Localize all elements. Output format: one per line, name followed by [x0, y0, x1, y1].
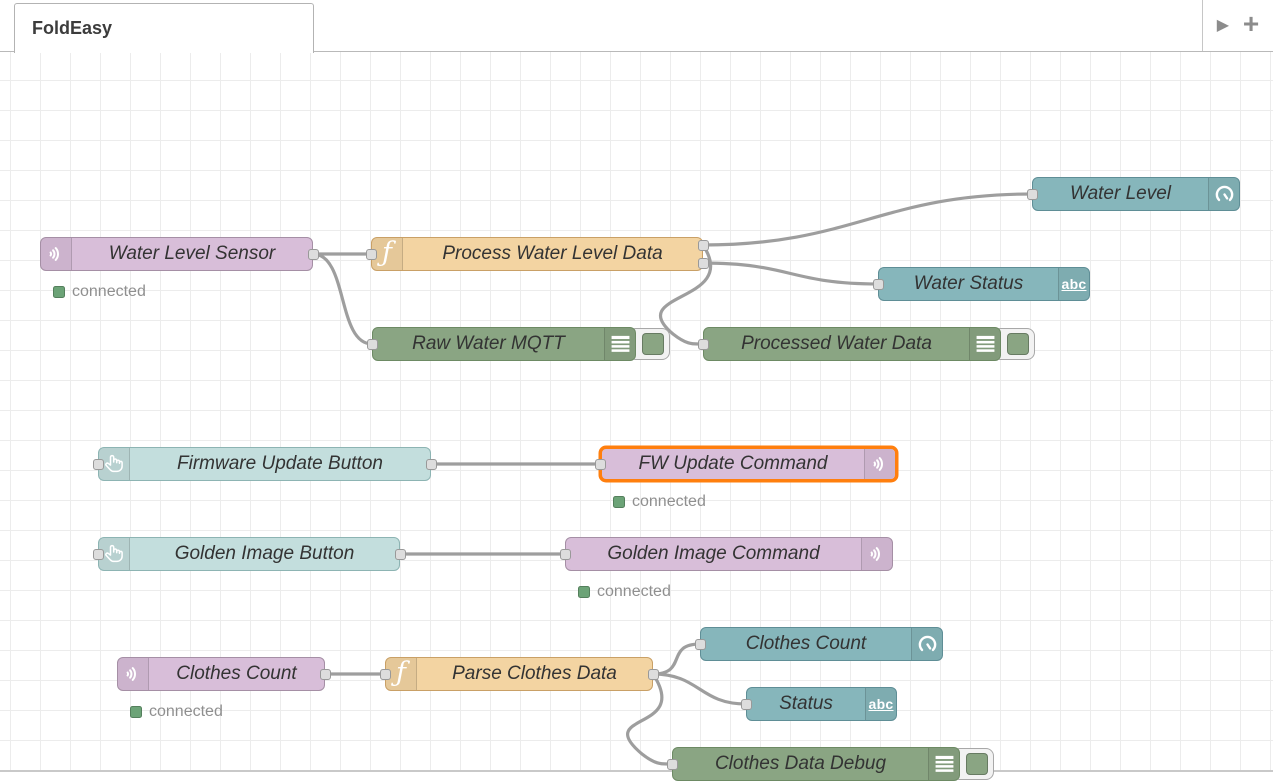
input-port-water-status[interactable]	[872, 278, 884, 290]
mqtt-signal-icon	[118, 658, 149, 690]
abc-glyph: abc	[1061, 276, 1087, 292]
wire-process-water-level-data-to-water-status[interactable]	[701, 261, 880, 286]
node-parse-clothes-data[interactable]: ƒ Parse Clothes Data	[385, 657, 653, 691]
status-dot-icon	[613, 496, 625, 508]
tab-label: FoldEasy	[32, 18, 113, 38]
node-label: Process Water Level Data	[442, 243, 663, 264]
tab-bar: FoldEasy ▶ +	[0, 0, 1273, 53]
debug-list-icon	[928, 748, 959, 780]
node-clothes-count-gauge[interactable]: Clothes Count	[700, 627, 943, 661]
node-water-level[interactable]: Water Level	[1032, 177, 1240, 211]
node-status: connected	[578, 583, 671, 601]
node-golden-image-button[interactable]: Golden Image Button	[98, 537, 400, 571]
status-dot-icon	[578, 586, 590, 598]
input-port-golden-image-button[interactable]	[92, 548, 104, 560]
mqtt-signal-icon	[41, 238, 72, 270]
input-port-clothes-data-debug[interactable]	[666, 758, 678, 770]
input-port-parse-clothes-data[interactable]	[379, 668, 391, 680]
button-hand-icon	[99, 538, 130, 570]
node-label: Golden Image Command	[607, 543, 820, 564]
input-port-water-level[interactable]	[1026, 188, 1038, 200]
node-label: Parse Clothes Data	[452, 663, 617, 684]
gauge-icon	[911, 628, 942, 660]
node-label: Water Level Sensor	[108, 243, 276, 264]
tab-foldeasy[interactable]: FoldEasy	[14, 3, 314, 53]
input-port-process-water-level-data[interactable]	[365, 248, 377, 260]
node-label: FW Update Command	[638, 453, 828, 474]
node-label: Golden Image Button	[174, 543, 355, 564]
node-label: Processed Water Data	[741, 333, 932, 354]
status-text: connected	[632, 493, 706, 510]
text-abc-icon: abc	[865, 688, 896, 720]
wire-process-water-level-data-to-water-level[interactable]	[701, 192, 1034, 247]
debug-list-icon	[969, 328, 1000, 360]
abc-glyph: abc	[868, 696, 894, 712]
node-water-status[interactable]: Water Status abc	[878, 267, 1090, 301]
debug-toggle-state	[1007, 333, 1029, 355]
node-process-water-level-data[interactable]: ƒ Process Water Level Data	[371, 237, 703, 271]
node-label: Water Level	[1069, 183, 1172, 204]
wires-layer	[311, 192, 1034, 766]
status-dot-icon	[130, 706, 142, 718]
output-port-golden-image-button-0[interactable]	[394, 548, 406, 560]
mqtt-signal-icon	[861, 538, 892, 570]
input-port-clothes-count-gauge[interactable]	[694, 638, 706, 650]
node-status: connected	[53, 283, 146, 301]
function-icon: ƒ	[372, 238, 403, 270]
node-label: Status	[779, 693, 833, 714]
node-clothes-count-in[interactable]: Clothes Count	[117, 657, 325, 691]
node-label: Firmware Update Button	[177, 453, 383, 474]
next-tab-button[interactable]: ▶	[1216, 16, 1230, 34]
text-abc-icon: abc	[1058, 268, 1089, 300]
node-clothes-data-debug[interactable]: Clothes Data Debug	[672, 747, 960, 781]
node-label: Raw Water MQTT	[412, 333, 565, 354]
input-port-processed-water-data[interactable]	[697, 338, 709, 350]
wire-parse-clothes-data-to-clothes-count-gauge[interactable]	[651, 642, 702, 676]
status-dot-icon	[53, 286, 65, 298]
node-label: Water Status	[913, 273, 1024, 294]
gauge-icon	[1208, 178, 1239, 210]
node-processed-water-data[interactable]: Processed Water Data	[703, 327, 1001, 361]
node-fw-update-command[interactable]: FW Update Command	[600, 447, 897, 481]
function-glyph: ƒ	[396, 657, 406, 688]
input-port-status-text[interactable]	[740, 698, 752, 710]
node-golden-image-command[interactable]: Golden Image Command	[565, 537, 893, 571]
wire-water-level-sensor-to-raw-water-mqtt[interactable]	[311, 252, 374, 346]
output-port-clothes-count-in-0[interactable]	[319, 668, 331, 680]
mqtt-signal-icon	[864, 449, 895, 479]
output-port-parse-clothes-data-0[interactable]	[647, 668, 659, 680]
node-water-level-sensor[interactable]: Water Level Sensor	[40, 237, 313, 271]
output-port-process-water-level-data-0[interactable]	[697, 239, 709, 251]
tab-controls: ▶ +	[1202, 0, 1273, 51]
input-port-golden-image-command[interactable]	[559, 548, 571, 560]
node-label: Clothes Data Debug	[714, 753, 887, 774]
input-port-raw-water-mqtt[interactable]	[366, 338, 378, 350]
input-port-fw-update-command[interactable]	[594, 458, 606, 470]
node-raw-water-mqtt[interactable]: Raw Water MQTT	[372, 327, 636, 361]
output-port-water-level-sensor-0[interactable]	[307, 248, 319, 260]
node-label: Clothes Count	[745, 633, 867, 654]
node-status: connected	[613, 493, 706, 511]
output-port-process-water-level-data-1[interactable]	[697, 257, 709, 269]
debug-list-icon	[604, 328, 635, 360]
function-icon: ƒ	[386, 658, 417, 690]
add-flow-button[interactable]: +	[1242, 7, 1260, 39]
input-port-firmware-update-button[interactable]	[92, 458, 104, 470]
node-label: Clothes Count	[176, 663, 297, 684]
output-port-firmware-update-button-0[interactable]	[425, 458, 437, 470]
status-text: connected	[597, 583, 671, 600]
node-status-text[interactable]: Status abc	[746, 687, 897, 721]
wire-process-water-level-data-to-processed-water-data[interactable]	[658, 243, 713, 346]
wire-parse-clothes-data-to-clothes-data-debug[interactable]	[626, 672, 672, 766]
debug-toggle-state	[642, 333, 664, 355]
node-status: connected	[130, 703, 223, 721]
status-text: connected	[149, 703, 223, 720]
wire-parse-clothes-data-to-status-text[interactable]	[651, 672, 748, 706]
function-glyph: ƒ	[382, 237, 392, 268]
flow-canvas[interactable]: Water Level Sensor connected ƒ Process Wat…	[0, 52, 1273, 781]
node-firmware-update-button[interactable]: Firmware Update Button	[98, 447, 431, 481]
button-hand-icon	[99, 448, 130, 480]
status-text: connected	[72, 283, 146, 300]
